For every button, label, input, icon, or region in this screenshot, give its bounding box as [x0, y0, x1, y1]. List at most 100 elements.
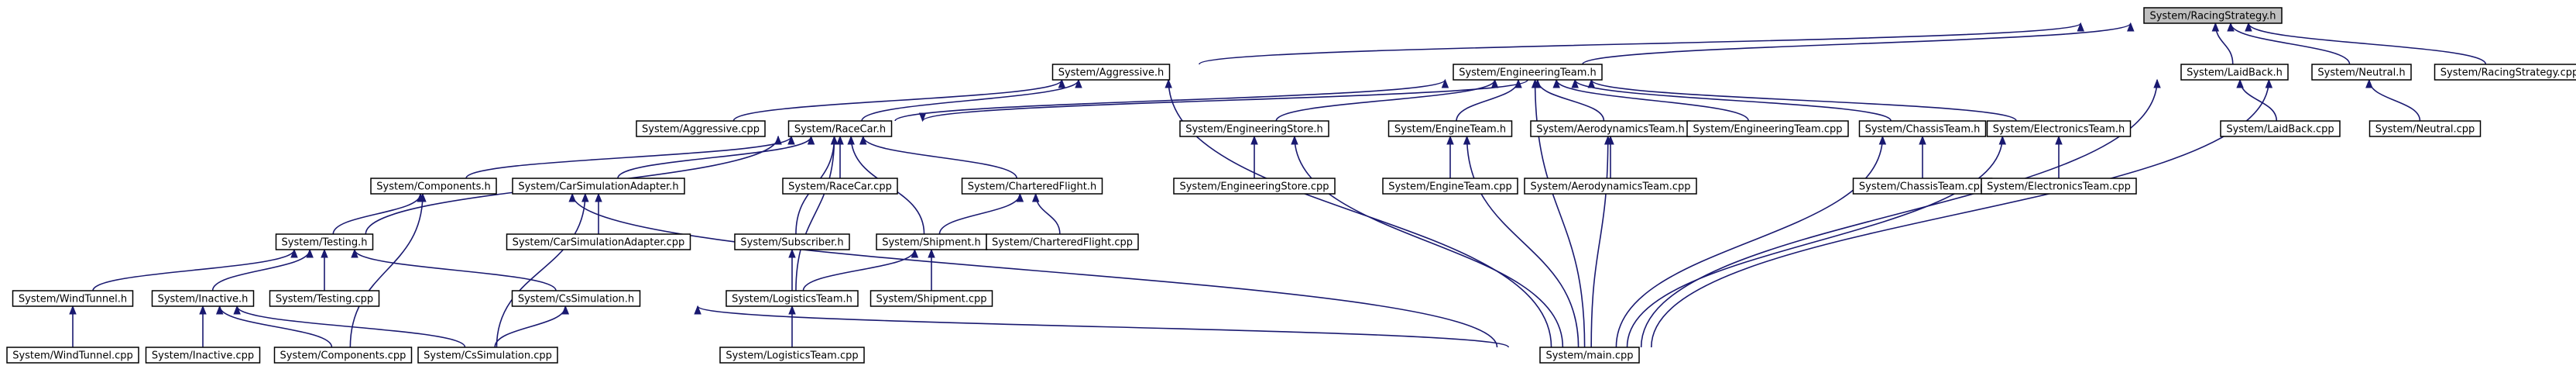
file-node[interactable]: System/EngineeringStore.h	[1179, 120, 1329, 137]
file-node[interactable]: System/EngineeringTeam.cpp	[1686, 120, 1849, 137]
file-node-label: System/Neutral.cpp	[2375, 124, 2475, 136]
file-node[interactable]: System/LogisticsTeam.h	[725, 290, 859, 307]
file-node-label: System/WindTunnel.cpp	[12, 350, 133, 362]
file-node[interactable]: System/Testing.cpp	[269, 290, 380, 307]
file-node-label: System/Components.h	[376, 181, 490, 193]
file-node[interactable]: System/EngineTeam.h	[1387, 120, 1513, 137]
dependency-edge	[1291, 135, 1564, 348]
include-edge	[1582, 22, 2132, 65]
include-edge	[732, 79, 1063, 122]
file-node[interactable]: System/ChassisTeam.cpp	[1852, 178, 1993, 195]
include-arrowhead	[1075, 78, 1082, 88]
file-node[interactable]: System/RaceCar.h	[787, 120, 893, 137]
file-node-label: System/CsSimulation.cpp	[424, 350, 552, 362]
file-node-box	[269, 290, 380, 307]
file-node-box	[145, 347, 261, 364]
file-node[interactable]: System/Neutral.h	[2311, 64, 2412, 81]
dependency-edge	[617, 135, 815, 179]
file-node[interactable]: System/LaidBack.h	[2180, 64, 2289, 81]
file-node[interactable]: System/WindTunnel.h	[12, 290, 134, 307]
file-node[interactable]: System/CharteredFlight.h	[961, 178, 1103, 195]
file-node-box	[417, 347, 558, 364]
include-arrowhead	[830, 135, 839, 145]
dependency-edge	[836, 135, 844, 178]
file-node-box	[6, 347, 139, 364]
include-arrowhead	[847, 135, 855, 145]
file-node-label: System/Neutral.h	[2317, 67, 2405, 79]
file-node[interactable]: System/AerodynamicsTeam.cpp	[1524, 178, 1697, 195]
file-node-box	[1539, 347, 1640, 364]
file-node[interactable]: System/Aggressive.cpp	[636, 120, 766, 137]
file-node[interactable]: System/RaceCar.cpp	[782, 178, 898, 195]
include-arrowhead	[215, 305, 224, 315]
file-node-label: System/Shipment.h	[882, 237, 981, 249]
file-node-label: System/Inactive.cpp	[152, 350, 254, 362]
include-arrowhead	[2245, 22, 2252, 32]
include-arrowhead	[69, 305, 77, 315]
file-node[interactable]: System/AerodynamicsTeam.h	[1530, 120, 1691, 137]
dependency-edge	[199, 305, 207, 347]
file-node[interactable]: System/CarSimulationAdapter.cpp	[506, 233, 691, 250]
include-edge	[496, 193, 586, 348]
file-node[interactable]: System/main.cpp	[1539, 347, 1640, 364]
dependency-edge	[2227, 22, 2351, 65]
file-node[interactable]: System/WindTunnel.cpp	[6, 347, 139, 364]
include-arrowhead	[911, 248, 919, 258]
dependency-edge	[1919, 135, 1926, 178]
include-edge	[862, 136, 1017, 179]
file-node[interactable]: System/LaidBack.cpp	[2220, 120, 2341, 137]
file-node[interactable]: System/ChassisTeam.h	[1858, 120, 1987, 137]
file-node[interactable]: System/ElectronicsTeam.h	[1986, 120, 2132, 137]
include-arrowhead	[918, 112, 927, 122]
include-arrowhead	[199, 305, 207, 315]
file-node-label: System/EngineeringTeam.h	[1459, 67, 1597, 79]
include-edge	[1294, 136, 1564, 348]
file-node[interactable]: System/LogisticsTeam.cpp	[719, 347, 865, 364]
file-node[interactable]: System/ElectronicsTeam.cpp	[1981, 178, 2137, 195]
file-node-box	[1387, 120, 1513, 137]
include-arrowhead	[2211, 22, 2220, 32]
file-node-label: System/ChassisTeam.h	[1865, 124, 1981, 136]
include-arrowhead	[2127, 22, 2135, 32]
file-node-label: System/RacingStrategy.cpp	[2441, 67, 2576, 79]
edges-layer	[69, 22, 2487, 348]
file-node[interactable]: System/Shipment.h	[876, 233, 987, 250]
file-node[interactable]: System/Aggressive.h	[1051, 64, 1171, 81]
file-node[interactable]: System/Inactive.cpp	[145, 347, 261, 364]
file-node[interactable]: System/EngineeringStore.cpp	[1173, 178, 1336, 195]
file-node[interactable]: System/Subscriber.h	[734, 233, 850, 250]
dependency-edge	[215, 305, 333, 348]
file-node[interactable]: System/Inactive.h	[151, 290, 255, 307]
file-node[interactable]: System/Shipment.cpp	[870, 290, 993, 307]
file-node-box	[1981, 178, 2137, 195]
file-node[interactable]: System/Testing.h	[275, 233, 374, 250]
file-node[interactable]: System/CsSimulation.cpp	[417, 347, 558, 364]
file-node-box	[370, 178, 497, 195]
file-node-box	[719, 347, 865, 364]
file-node[interactable]: System/EngineeringTeam.h	[1453, 64, 1603, 81]
include-edge	[921, 79, 1528, 122]
file-node-label: System/LaidBack.h	[2187, 67, 2283, 79]
include-arrowhead	[859, 135, 867, 145]
file-node-box	[986, 233, 1139, 250]
file-node[interactable]: System/Neutral.cpp	[2368, 120, 2482, 137]
file-node[interactable]: System/RacingStrategy.cpp	[2434, 64, 2576, 81]
include-arrowhead	[2227, 22, 2235, 32]
file-node-label: System/Testing.cpp	[276, 294, 373, 305]
file-node[interactable]: System/CsSimulation.h	[511, 290, 641, 307]
file-node[interactable]: System/Components.cpp	[273, 347, 413, 364]
dependency-edge	[351, 248, 557, 291]
file-node[interactable]: System/CarSimulationAdapter.h	[512, 178, 685, 195]
file-node[interactable]: System/CharteredFlight.cpp	[986, 233, 1139, 250]
file-node[interactable]: System/RacingStrategy.h	[2143, 7, 2283, 24]
file-node-label: System/AerodynamicsTeam.cpp	[1530, 181, 1690, 193]
include-edge	[494, 305, 567, 348]
file-node-box	[782, 178, 898, 195]
include-arrowhead	[788, 248, 796, 258]
include-arrowhead	[807, 135, 815, 145]
dependency-edge	[1199, 22, 2084, 65]
include-arrowhead	[2265, 78, 2273, 88]
file-node-box	[1173, 178, 1336, 195]
file-node[interactable]: System/EngineTeam.cpp	[1382, 178, 1518, 195]
file-node[interactable]: System/Components.h	[370, 178, 497, 195]
